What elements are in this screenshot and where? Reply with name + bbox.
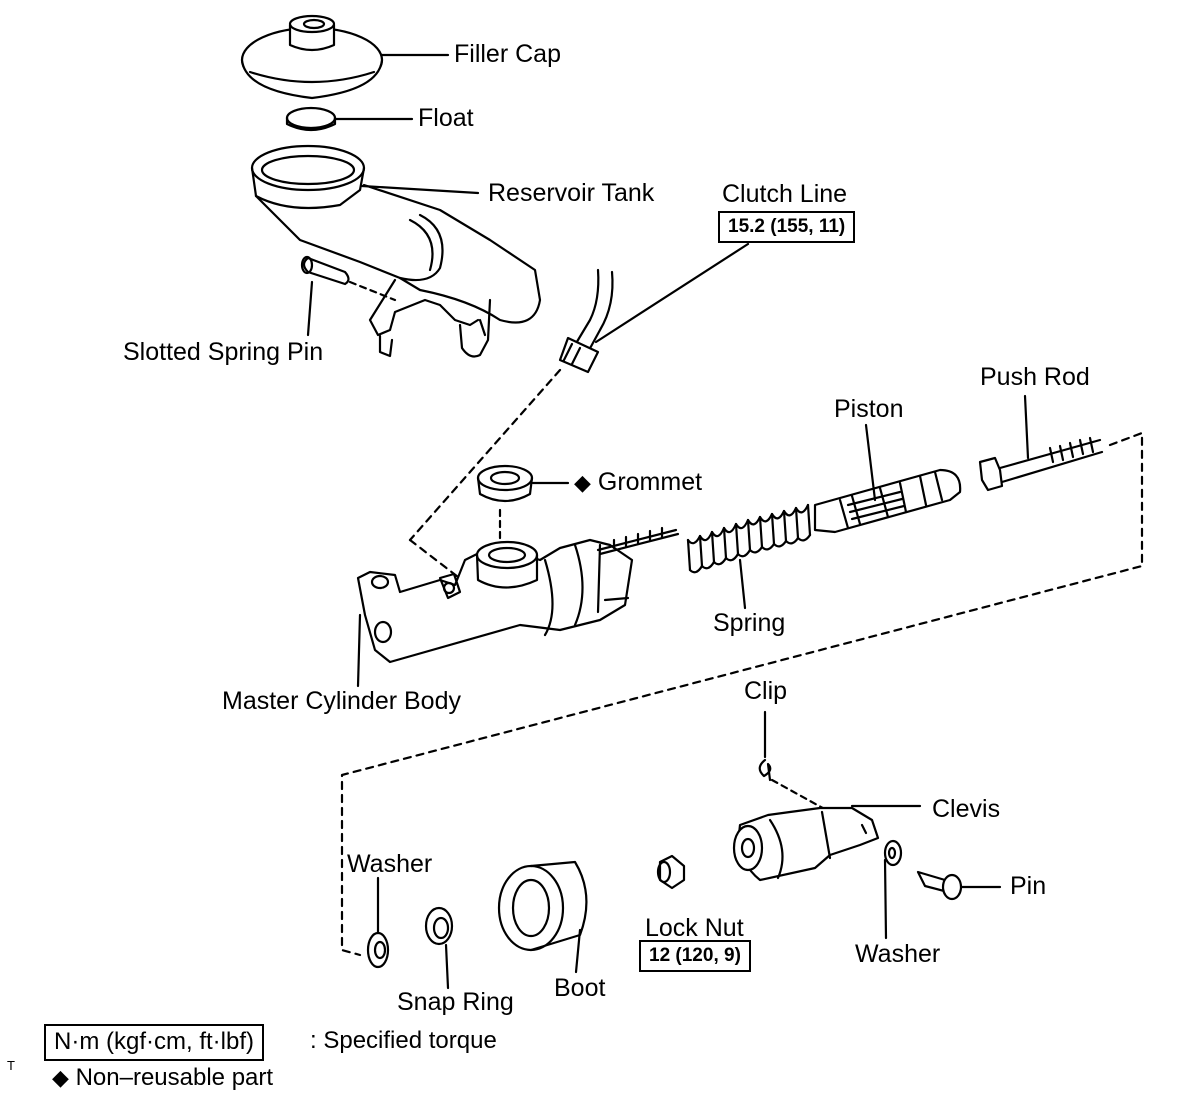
float-part — [285, 106, 414, 132]
legend-nonreusable: ◆ Non–reusable part — [52, 1064, 273, 1093]
label-push-rod: Push Rod — [980, 363, 1090, 391]
label-grommet: ◆ Grommet — [574, 470, 702, 495]
clutch-line-part — [408, 242, 750, 582]
clip-part — [758, 710, 832, 814]
label-slotted-spring-pin: Slotted Spring Pin — [123, 338, 324, 366]
spring-part — [686, 503, 812, 610]
washer-right-part — [883, 839, 903, 940]
label-snap-ring: Snap Ring — [397, 988, 514, 1016]
push-rod-part — [340, 394, 1144, 957]
lock-nut-part — [656, 854, 686, 890]
legend-torque-desc: : Specified torque — [310, 1027, 497, 1054]
label-clutch-line: Clutch Line — [722, 180, 848, 208]
master-cylinder-body-part — [356, 526, 680, 688]
legend-diamond-marker: ◆ — [52, 1065, 69, 1090]
snap-ring-part — [424, 906, 454, 990]
label-lock-nut: Lock Nut — [645, 914, 744, 942]
torque-lock-nut: 12 (120, 9) — [639, 940, 751, 972]
slotted-spring-pin-part — [300, 255, 397, 337]
label-washer-right: Washer — [855, 940, 941, 968]
label-reservoir-tank: Reservoir Tank — [488, 179, 655, 207]
piston-part — [813, 423, 962, 534]
reservoir-tank-part — [250, 144, 542, 358]
label-pin: Pin — [1010, 872, 1047, 900]
corner-mark: T — [7, 1058, 15, 1073]
non-reusable-marker: ◆ — [574, 470, 591, 495]
legend-torque-box: N·m (kgf·cm, ft·lbf) — [44, 1024, 264, 1061]
clevis-part — [732, 804, 922, 882]
label-master-cylinder-body: Master Cylinder Body — [222, 687, 461, 715]
grommet-part — [476, 464, 570, 547]
label-grommet-text: Grommet — [597, 468, 703, 496]
torque-clutch-line: 15.2 (155, 11) — [718, 211, 856, 243]
label-clip: Clip — [744, 677, 788, 705]
washer-left-part — [366, 876, 390, 969]
legend-nonreusable-text: Non–reusable part — [75, 1064, 274, 1091]
filler-cap-part — [240, 14, 450, 100]
label-boot: Boot — [554, 974, 606, 1002]
pin-part — [916, 870, 1002, 901]
label-piston: Piston — [834, 395, 904, 423]
label-float: Float — [418, 104, 474, 132]
label-clevis: Clevis — [932, 795, 1001, 823]
label-washer-left: Washer — [347, 850, 433, 878]
label-spring: Spring — [713, 609, 786, 637]
boot-part — [497, 860, 588, 974]
label-filler-cap: Filler Cap — [454, 40, 561, 68]
